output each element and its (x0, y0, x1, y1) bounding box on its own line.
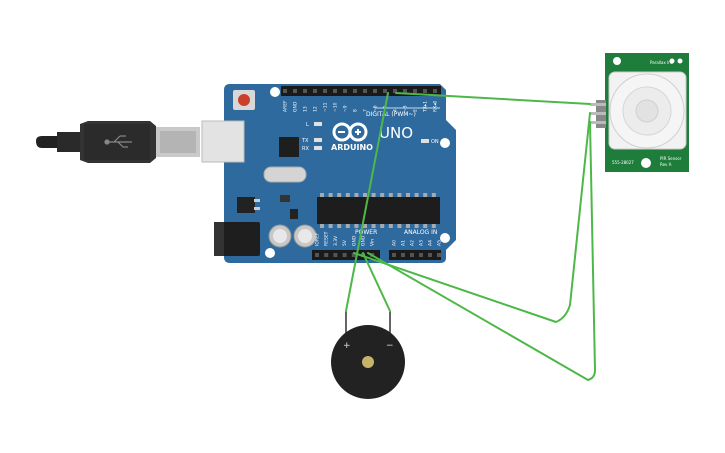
header-pin[interactable] (353, 89, 357, 93)
microcontroller-chip (317, 193, 440, 228)
header-pin[interactable] (403, 89, 407, 93)
pin-label: ~3 (403, 105, 409, 112)
digital-header[interactable] (281, 86, 441, 96)
pin-label: A0 (392, 240, 398, 246)
pin-label: TX▸1 (423, 101, 429, 113)
piezo-buzzer[interactable]: + − (331, 311, 405, 399)
header-pin[interactable] (323, 89, 327, 93)
pin-label: AREF (283, 100, 289, 112)
header-pin[interactable] (333, 253, 338, 257)
buzzer-minus-label: − (386, 341, 394, 351)
pir-top-text: Parallax Inc (650, 60, 673, 65)
header-pin[interactable] (324, 253, 329, 257)
wire-pin7-to-pir-signal[interactable] (395, 92, 591, 105)
pin-label: A3 (419, 240, 425, 246)
pin-label: Vin (370, 239, 376, 246)
pin-label: A5 (437, 240, 443, 246)
power-label: POWER (355, 229, 377, 236)
pin-label: GND (351, 235, 357, 246)
pin-label: 7 (363, 109, 369, 112)
usb-cable[interactable] (36, 121, 200, 163)
arduino-board[interactable]: ARDUINO UNO L TX RX ON DIGITAL (PWM~) PO… (201, 84, 456, 263)
led-rx-label: RX (302, 146, 309, 152)
header-pin[interactable] (423, 89, 427, 93)
header-pin[interactable] (410, 253, 414, 257)
digital-label: DIGITAL (PWM~) (366, 111, 416, 118)
pin-label: 2 (413, 109, 419, 112)
pin-label: RX◂0 (433, 101, 439, 112)
analog-header[interactable] (389, 250, 441, 260)
pin-label: GND (293, 101, 299, 112)
header-pin[interactable] (342, 253, 347, 257)
led-on-label: ON (431, 139, 439, 145)
pin-label: 3.3V (333, 235, 339, 246)
header-pin[interactable] (392, 253, 396, 257)
header-pin[interactable] (419, 253, 423, 257)
header-pin[interactable] (373, 89, 377, 93)
pir-side-text: PIR Sensor (660, 156, 682, 161)
header-pin[interactable] (313, 89, 317, 93)
wire-gnd-to-pir-gnd[interactable] (367, 121, 596, 381)
pir-rev-text: Rev A (660, 162, 672, 167)
pin-label: ~10 (333, 102, 339, 112)
header-pin[interactable] (343, 89, 347, 93)
header-pin[interactable] (333, 89, 337, 93)
pin-label: IOREF (315, 232, 321, 246)
header-pin[interactable] (428, 253, 432, 257)
pin-label: 5V (342, 239, 348, 246)
header-pin[interactable] (383, 89, 387, 93)
pin-label: ~9 (343, 105, 349, 112)
pir-sensor[interactable]: Parallax Inc 555-28027 PIR Sensor Rev A (590, 53, 689, 172)
analog-label: ANALOG IN (404, 229, 437, 236)
header-pin[interactable] (351, 253, 356, 257)
wire-gnd-to-buzzer-minus[interactable] (362, 252, 391, 312)
pin-label: A1 (401, 240, 407, 246)
board-model-text: UNO (379, 124, 413, 142)
arduino-logo-icon (332, 122, 368, 142)
header-pin[interactable] (303, 89, 307, 93)
header-pin[interactable] (401, 253, 405, 257)
pin-label: 12 (313, 106, 319, 112)
pin-label: 4 (393, 109, 399, 112)
wire-5v-to-pir-vcc[interactable] (353, 112, 591, 323)
usb-symbol-icon (104, 135, 132, 148)
pir-bottom-text: 555-28027 (612, 160, 634, 165)
pin-label: ~11 (323, 102, 329, 112)
header-pin[interactable] (293, 89, 297, 93)
buzzer-plus-label: + (343, 341, 351, 351)
header-pin[interactable] (437, 253, 441, 257)
pin-label: A2 (410, 240, 416, 246)
pin-label: 8 (353, 109, 359, 112)
pin-label: A4 (428, 240, 434, 246)
arduino-logo-text: ARDUINO (331, 143, 373, 152)
header-pin[interactable] (393, 89, 397, 93)
led-tx-label: TX (301, 138, 309, 144)
led-l-label: L (306, 122, 309, 128)
header-pin[interactable] (433, 89, 437, 93)
pin-label: ~6 (373, 105, 379, 112)
header-pin[interactable] (283, 89, 287, 93)
pin-label: GND (361, 235, 367, 246)
header-pin[interactable] (315, 253, 319, 257)
pin-label: RESET (324, 231, 330, 246)
pin-label: 13 (303, 106, 309, 112)
header-pin[interactable] (413, 89, 417, 93)
reset-button[interactable] (238, 94, 250, 106)
wire-pin8-to-buzzer-plus[interactable] (345, 92, 389, 312)
header-pin[interactable] (363, 89, 367, 93)
